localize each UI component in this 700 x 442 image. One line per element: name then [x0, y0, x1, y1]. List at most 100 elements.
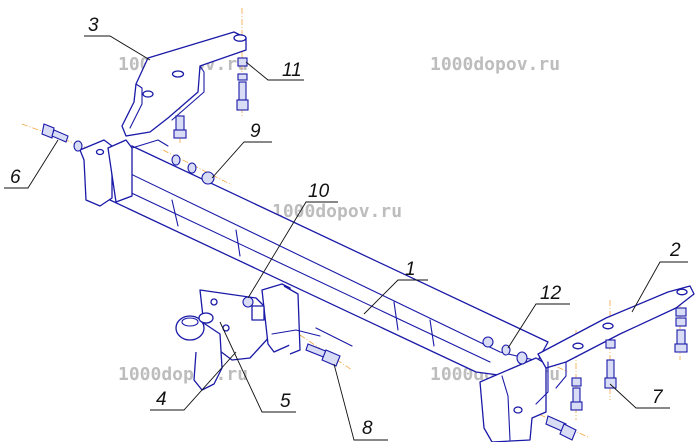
beam-left-hole: [95, 148, 105, 156]
bolt-r2-head: [570, 401, 583, 411]
bolt-11-shank: [238, 81, 247, 101]
callout-10-leader: [247, 201, 338, 299]
callout-9: 9: [211, 121, 272, 179]
bolt-7-head: [604, 377, 617, 389]
beam-right-hole: [513, 406, 523, 414]
bolt-upper-head: [173, 129, 187, 139]
bolt-2-head: [674, 343, 688, 353]
callout-4: 4: [150, 351, 237, 411]
left-bracket-hole-1: [233, 34, 247, 42]
right-bracket-plate: [537, 285, 695, 369]
hitch-mount-brace: [271, 329, 321, 337]
callout-6-leader: [4, 139, 59, 189]
bolt-6-nut: [73, 140, 83, 152]
callout-6: 6: [4, 139, 59, 189]
tow-ball-collar: [198, 312, 214, 324]
callout-2: 2: [631, 240, 688, 313]
beam-seg-4: [429, 319, 435, 347]
callout-8-label: 8: [362, 418, 373, 439]
right-hardware: [482, 307, 688, 441]
tow-ball: [175, 312, 223, 391]
right-bracket-hole-1: [676, 288, 688, 296]
callout-10-label: 10: [308, 181, 330, 202]
left-hardware: [41, 57, 249, 185]
callout-6-label: 6: [10, 167, 21, 188]
main-beam: [79, 139, 549, 442]
beam-seg-2: [235, 229, 241, 257]
right-bracket-hole-2: [602, 322, 614, 330]
callout-7-label: 7: [652, 387, 664, 408]
callout-1-leader: [363, 279, 428, 315]
callout-4-label: 4: [156, 389, 167, 410]
callout-12-label: 12: [540, 283, 562, 304]
left-bracket-hole-2: [171, 70, 185, 78]
axis-bolt-8: [299, 334, 353, 371]
tow-ball-highlight: [181, 317, 199, 327]
callout-1-label: 1: [405, 259, 416, 280]
nut-9c: [201, 171, 215, 185]
right-bracket-leg-2: [555, 361, 567, 389]
callout-2-leader: [631, 261, 688, 313]
nut-9b: [187, 162, 197, 174]
callout-12: 12: [507, 283, 570, 349]
callout-7: 7: [609, 383, 670, 409]
nut-12a: [482, 336, 494, 348]
hitch-slot: [251, 305, 265, 321]
beam-left-endplate: [79, 139, 113, 207]
bolt-7-nut: [605, 339, 616, 349]
callouts: 1 2 3 4 5 6 7 8: [4, 15, 688, 441]
bolt-8-head: [321, 349, 341, 367]
bolt-11-nut: [237, 73, 248, 81]
beam-seg-3: [393, 301, 399, 331]
callout-3-leader: [84, 35, 151, 61]
hitch-mount-side: [283, 285, 301, 355]
watermark-4: 1000dopov.ru: [118, 364, 248, 385]
callout-7-leader: [609, 383, 670, 409]
bolt-11-washer: [237, 57, 248, 67]
watermark-2: 1000dopov.ru: [430, 54, 560, 75]
bolt-6-shank: [51, 129, 69, 143]
callout-11: 11: [245, 60, 304, 81]
bolt-2-washer: [675, 307, 687, 317]
tow-ball-neck: [193, 321, 223, 391]
hitch-bolt-hole-1: [210, 298, 218, 306]
right-bracket: [535, 285, 695, 405]
left-bracket-hole-3: [142, 90, 154, 98]
left-bracket-edge: [171, 65, 205, 121]
callout-2-label: 2: [669, 240, 681, 261]
beam-seg-1: [171, 199, 179, 227]
hitch-nut-10: [242, 296, 254, 308]
callout-12-leader: [507, 303, 570, 349]
bolt-8-cross: [315, 327, 353, 347]
callout-9-label: 9: [250, 121, 261, 142]
bolt-bottom-head: [559, 423, 577, 441]
callout-11-leader: [245, 61, 304, 81]
bolt-6-head: [41, 123, 55, 139]
callout-9-leader: [211, 141, 272, 179]
watermark-3: 1000dopov.ru: [272, 201, 402, 222]
left-bracket-fold: [129, 83, 143, 129]
right-bracket-hole-3: [572, 342, 584, 350]
callout-10: 10: [247, 181, 338, 299]
bolt-11-head: [236, 99, 249, 111]
tow-ball-sphere: [175, 315, 205, 341]
callout-5-leader: [219, 321, 296, 413]
beam-right-endplate: [479, 357, 547, 442]
right-bracket-leg: [535, 361, 549, 405]
callout-1: 1: [363, 259, 428, 315]
bolt-2-nut: [675, 317, 687, 327]
beam-right-fold: [501, 375, 511, 441]
beam-left-flange: [131, 139, 169, 149]
beam-mid-edge: [103, 179, 491, 363]
callout-4-leader: [150, 351, 237, 411]
callout-11-label: 11: [282, 60, 302, 81]
left-bracket: [121, 31, 247, 137]
callout-3: 3: [84, 15, 151, 61]
hitch-side-bolt: [305, 327, 353, 367]
callout-3-label: 3: [88, 15, 99, 36]
callout-5-label: 5: [280, 391, 291, 412]
callout-8-leader: [333, 363, 388, 441]
nut-9a: [171, 154, 181, 166]
